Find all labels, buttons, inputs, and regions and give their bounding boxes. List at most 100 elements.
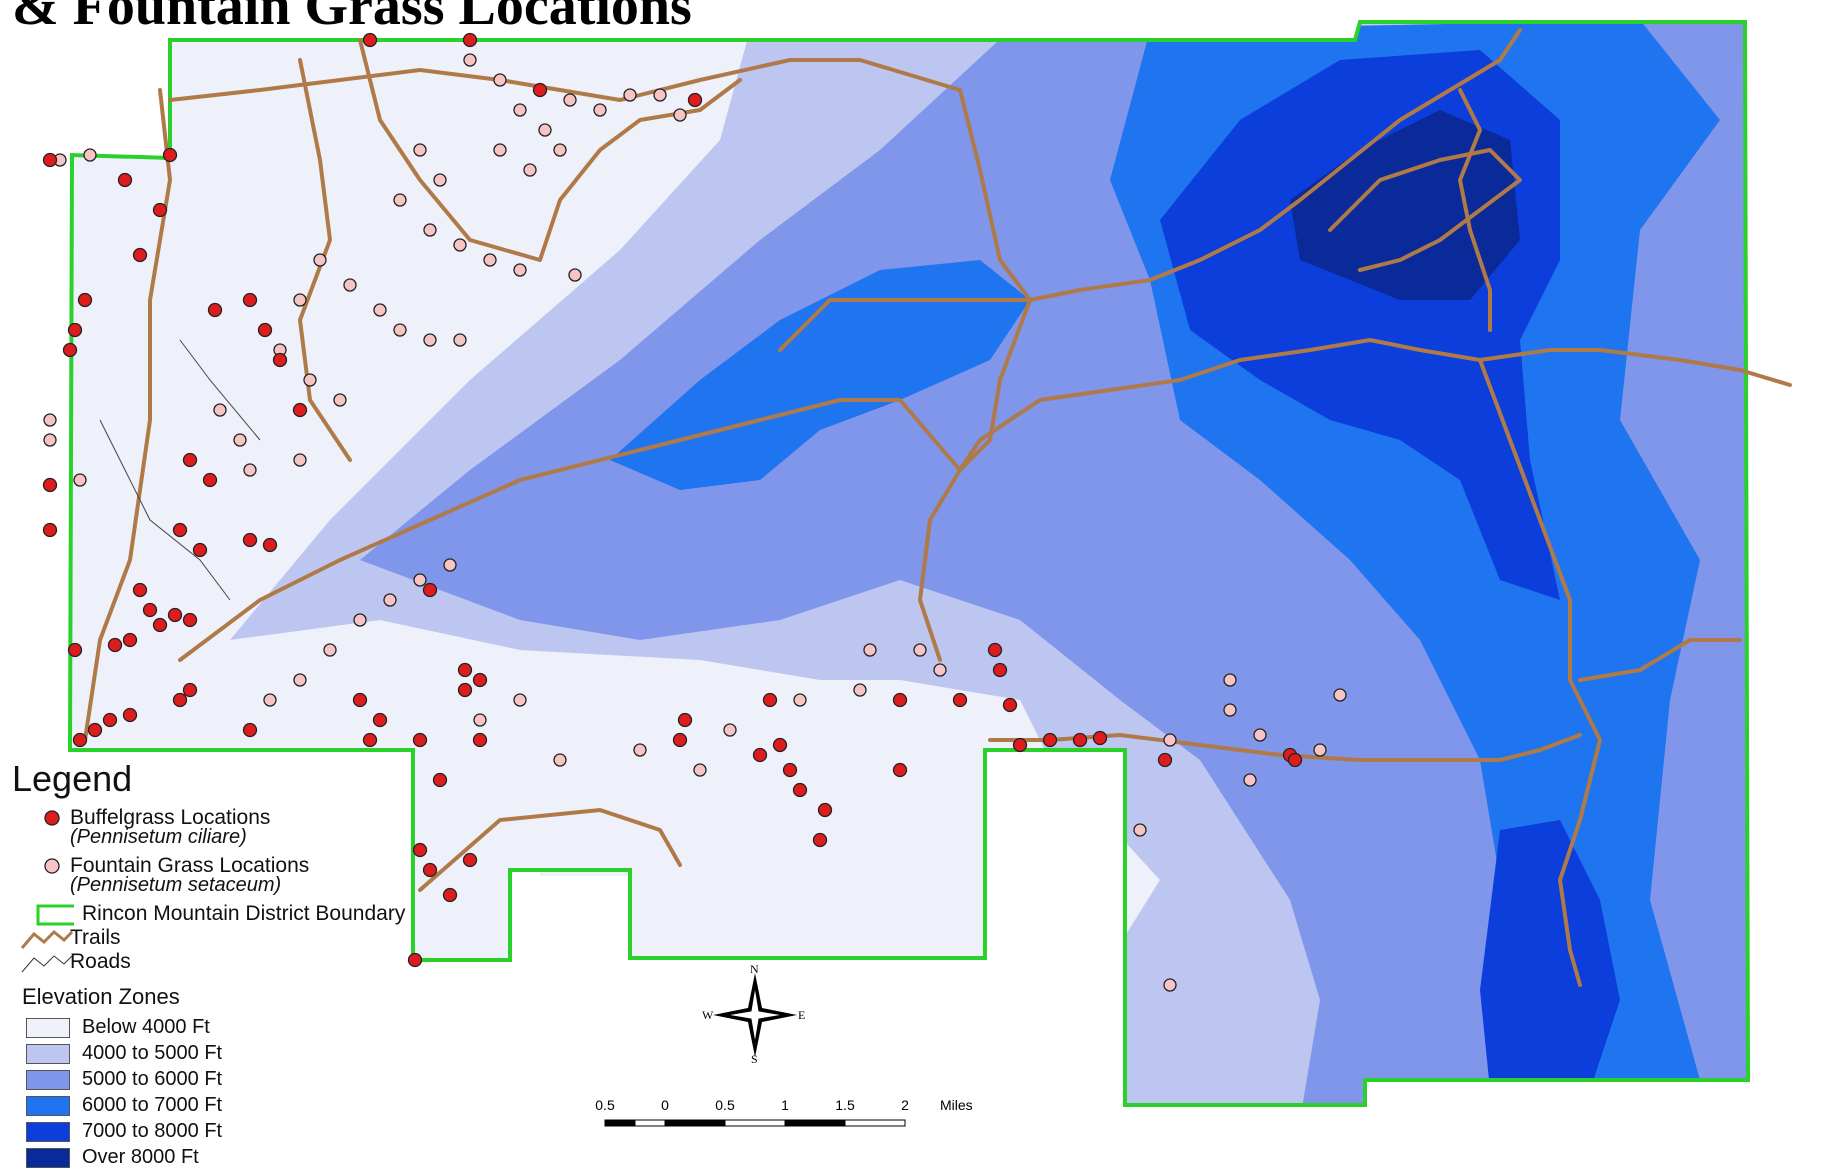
fountain-grass-point <box>913 643 927 657</box>
buffelgrass-point <box>242 722 258 738</box>
zone-7000-8000-b <box>1480 820 1620 1090</box>
buffelgrass-point <box>457 682 473 698</box>
fountain-grass-point <box>653 88 667 102</box>
zone-swatch <box>26 1018 70 1038</box>
scale-labels: 0.5 0 0.5 1 1.5 2 Miles <box>595 1097 972 1147</box>
fountain-grass-point <box>1333 688 1347 702</box>
zone-item: 6000 to 7000 Ft <box>10 1092 480 1118</box>
buffelgrass-point <box>87 722 103 738</box>
buffelgrass-point <box>117 172 133 188</box>
buffelgrass-point <box>407 952 423 968</box>
buffelgrass-point <box>62 342 78 358</box>
zone-swatch <box>26 1070 70 1090</box>
fountain-grass-point <box>413 143 427 157</box>
buffelgrass-points <box>42 32 1303 968</box>
buffelgrass-point <box>182 682 198 698</box>
zone-item: 7000 to 8000 Ft <box>10 1118 480 1144</box>
fountain-grass-point <box>433 173 447 187</box>
zone-item: Below 4000 Ft <box>10 1014 480 1040</box>
buffelgrass-point <box>472 672 488 688</box>
fountain-grass-point <box>1253 728 1267 742</box>
boundary-symbol <box>36 904 74 926</box>
fountain-grass-point <box>393 323 407 337</box>
zone-label: Below 4000 Ft <box>82 1016 210 1038</box>
scale-label: 2 <box>901 1097 909 1113</box>
buffelgrass-point <box>242 532 258 548</box>
scale-unit: Miles <box>940 1097 973 1113</box>
fountain-grass-point <box>413 573 427 587</box>
legend-fountain-grass: Fountain Grass Locations (Pennisetum set… <box>10 854 480 902</box>
fountain-grass-point <box>243 463 257 477</box>
buffelgrass-point <box>687 92 703 108</box>
fountain-grass-point <box>423 333 437 347</box>
trails <box>83 28 1792 987</box>
roads-label: Roads <box>70 950 131 973</box>
fountain-grass-point <box>453 238 467 252</box>
fountain-grass-point <box>493 73 507 87</box>
scale-label: 0 <box>661 1097 669 1113</box>
compass-e: E <box>798 1008 806 1022</box>
scale-label: 0.5 <box>595 1097 615 1113</box>
zone-swatch <box>26 1096 70 1116</box>
fountain-grass-point <box>793 693 807 707</box>
road <box>99 419 231 601</box>
buffelgrass-point <box>792 782 808 798</box>
buffelgrass-point <box>372 712 388 728</box>
buffelgrass-point <box>362 732 378 748</box>
fountain-grass-point <box>673 108 687 122</box>
zone-label: Over 8000 Ft <box>82 1146 199 1168</box>
fountain-grass-point <box>933 663 947 677</box>
buffelgrass-point <box>192 542 208 558</box>
scale-bar <box>604 1119 906 1127</box>
fountain-grass-point <box>513 693 527 707</box>
buffelgrass-point <box>1002 697 1018 713</box>
buffelgrass-point <box>1042 732 1058 748</box>
legend-title: Legend <box>12 758 133 799</box>
zone-item: 4000 to 5000 Ft <box>10 1040 480 1066</box>
fountain-grass-point <box>1163 978 1177 992</box>
buffelgrass-point <box>457 662 473 678</box>
road-symbol <box>21 955 73 973</box>
zone-item: Over 8000 Ft <box>10 1144 480 1170</box>
buffelgrass-point <box>352 692 368 708</box>
legend: Legend Buffelgrass Locations (Pennisetum… <box>10 758 480 1170</box>
boundary-label: Rincon Mountain District Boundary <box>82 902 406 925</box>
fountain-grass-point <box>723 723 737 737</box>
buffelgrass-point <box>292 402 308 418</box>
zone-swatch <box>26 1122 70 1142</box>
trail <box>298 58 352 462</box>
fountain-grass-point <box>538 123 552 137</box>
fountain-grass-point <box>73 473 87 487</box>
compass-s: S <box>751 1052 758 1066</box>
buffelgrass-point <box>817 802 833 818</box>
buffelgrass-point <box>752 747 768 763</box>
buffelgrass-point <box>167 607 183 623</box>
scale-label: 1 <box>781 1097 789 1113</box>
buffelgrass-point <box>172 692 188 708</box>
fountain-grass-point <box>293 293 307 307</box>
buffelgrass-point <box>432 772 448 788</box>
fountain-grass-point <box>863 643 877 657</box>
legend-buffelgrass: Buffelgrass Locations (Pennisetum ciliar… <box>10 806 480 854</box>
fountain-grass-point <box>513 103 527 117</box>
buffelgrass-point <box>262 537 278 553</box>
buffelgrass-point <box>182 612 198 628</box>
zone-swatch <box>26 1148 70 1168</box>
scale-label: 0.5 <box>715 1097 735 1113</box>
fountain-grass-point <box>523 163 537 177</box>
buffelgrass-point <box>42 522 58 538</box>
trail <box>1458 88 1492 332</box>
buffelgrass-point <box>472 732 488 748</box>
buffelgrass-point <box>987 642 1003 658</box>
buffelgrass-point <box>122 707 138 723</box>
fountain-grass-point <box>553 753 567 767</box>
legend-boundary: Rincon Mountain District Boundary <box>10 902 480 926</box>
buffelgrass-point <box>67 642 83 658</box>
buffelgrass-point <box>132 247 148 263</box>
fountain-grass-point <box>233 433 247 447</box>
buffelgrass-point <box>182 452 198 468</box>
fountain-grass-point <box>633 743 647 757</box>
buffelgrass-point <box>892 692 908 708</box>
